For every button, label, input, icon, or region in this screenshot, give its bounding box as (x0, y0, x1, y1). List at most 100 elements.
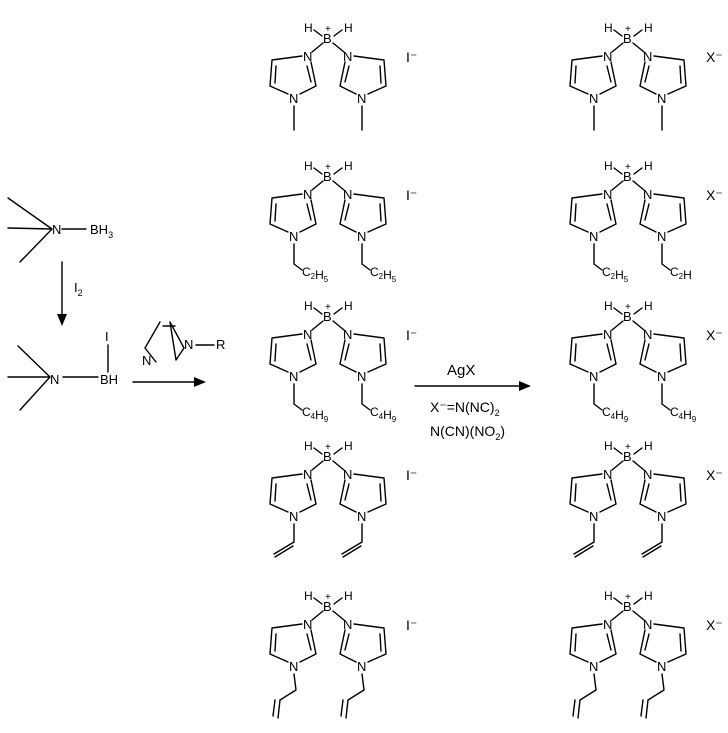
ring-double-bond (344, 633, 350, 651)
imidazole-r-label: R (216, 337, 225, 352)
allyl-bonds (572, 673, 597, 719)
hydrogen-label-left: H (304, 589, 313, 603)
boron-n-bonds (311, 460, 345, 471)
ring-double-bond (379, 343, 382, 362)
alkyl-substituent-label: C2H5 (370, 265, 397, 284)
boron-n-bonds (311, 42, 345, 53)
substituted-imidazole: N N R (142, 321, 225, 368)
ring-n3-label: N (303, 187, 312, 202)
hydrogen-label-left: H (304, 299, 313, 313)
boron-n-bonds (611, 610, 645, 621)
imidazole-ring-bonds (639, 473, 687, 513)
hydrogen-label-left: H (604, 299, 613, 313)
ring-double-bond (379, 633, 382, 652)
boron-label: B (623, 449, 632, 464)
iodide-anion-label: I⁻ (406, 187, 417, 203)
imidazole-ring-bonds (569, 473, 617, 513)
ring-double-bond (274, 483, 277, 502)
ring-n3-label: N (643, 467, 652, 482)
boron-n-bonds (311, 180, 345, 191)
arrow-iodine: I2 (57, 261, 83, 326)
boron-label: B (323, 169, 332, 184)
ring-double-bond (679, 343, 682, 362)
ring-double-bond (306, 65, 312, 83)
alkyl-bond (293, 383, 303, 411)
ring-n1-label: N (357, 229, 366, 244)
exchanged-anion-label: X⁻ (706, 467, 723, 483)
ring-double-bond (679, 483, 682, 502)
imidazole-ring-bonds (639, 55, 687, 95)
ring-double-bond (606, 633, 612, 651)
ring-double-bond (679, 65, 682, 84)
hydrogen-label-right: H (344, 21, 353, 35)
alkyl-substituent-label: C4H9 (370, 405, 397, 424)
vinyl-bonds (341, 523, 363, 558)
ring-double-bond (306, 343, 312, 361)
boron-n-bonds (611, 320, 645, 331)
hydrogen-label-right: H (344, 159, 353, 173)
ring-n3-label: N (343, 617, 352, 632)
boron-h-bonds (313, 447, 343, 455)
imidazole-ring-bonds (269, 473, 317, 513)
alkyl-substituent-label: C2H5 (602, 265, 629, 284)
imidazole-ring-bonds (569, 333, 617, 373)
imidazole-ring-bonds (639, 193, 687, 233)
ring-n1-label: N (589, 229, 598, 244)
imidazole-ring-bonds (339, 333, 387, 373)
silver-reagent-label: AgX (447, 362, 475, 379)
boron-n-bonds (311, 320, 345, 331)
hydrogen-label-right: H (644, 159, 653, 173)
boron-charge-label: + (625, 162, 631, 173)
alkyl-bond (593, 383, 603, 411)
imidazole-ring-bonds (269, 193, 317, 233)
exchanged-anion-label: X⁻ (706, 49, 723, 65)
iodoborane-intermediate: N BH I (7, 329, 118, 411)
imidazole-ring-bonds (269, 55, 317, 95)
ring-n3-label: N (643, 49, 652, 64)
alkyl-bond (593, 243, 603, 271)
ring-double-bond (274, 203, 277, 222)
boron-h-bonds (613, 167, 643, 175)
ring-n3-label: N (303, 467, 312, 482)
boron-h-bonds (313, 597, 343, 605)
imidazole-ring-bonds (339, 623, 387, 663)
ring-double-bond (606, 343, 612, 361)
ring-double-bond (379, 203, 382, 222)
ring-double-bond (574, 65, 577, 84)
boron-label: B (323, 449, 332, 464)
trimethylamine-borane: N BH3 (7, 197, 113, 263)
ring-n3-label: N (303, 617, 312, 632)
ring-n3-label: N (643, 327, 652, 342)
alkyl-substituent-label: C4H9 (602, 405, 629, 424)
ring-n1-label: N (289, 369, 298, 384)
ring-n3-label: N (343, 187, 352, 202)
alkyl-substituent-label: C4H9 (670, 405, 697, 424)
ring-n3-label: N (603, 617, 612, 632)
iodine-label: I2 (74, 280, 83, 298)
boron-h-bonds (313, 29, 343, 37)
ring-n3-label: N (303, 327, 312, 342)
ring-n1-label: N (657, 229, 666, 244)
ring-double-bond (274, 65, 277, 84)
ring-double-bond (274, 343, 277, 362)
ring-double-bond (574, 343, 577, 362)
ring-n3-label: N (643, 617, 652, 632)
boron-h-bonds (313, 167, 343, 175)
boron-label: B (623, 31, 632, 46)
hydrogen-label-right: H (644, 439, 653, 453)
imidazole-n3-label: N (184, 337, 193, 352)
ring-n3-label: N (343, 327, 352, 342)
ring-n1-label: N (357, 369, 366, 384)
ring-n3-label: N (603, 327, 612, 342)
ring-double-bond (606, 483, 612, 501)
ring-double-bond (379, 65, 382, 84)
hydrogen-label-left: H (604, 439, 613, 453)
imidazole-ring-bonds (269, 333, 317, 373)
hydrogen-label-left: H (604, 159, 613, 173)
ring-double-bond (644, 343, 650, 361)
boron-n-bonds (611, 42, 645, 53)
